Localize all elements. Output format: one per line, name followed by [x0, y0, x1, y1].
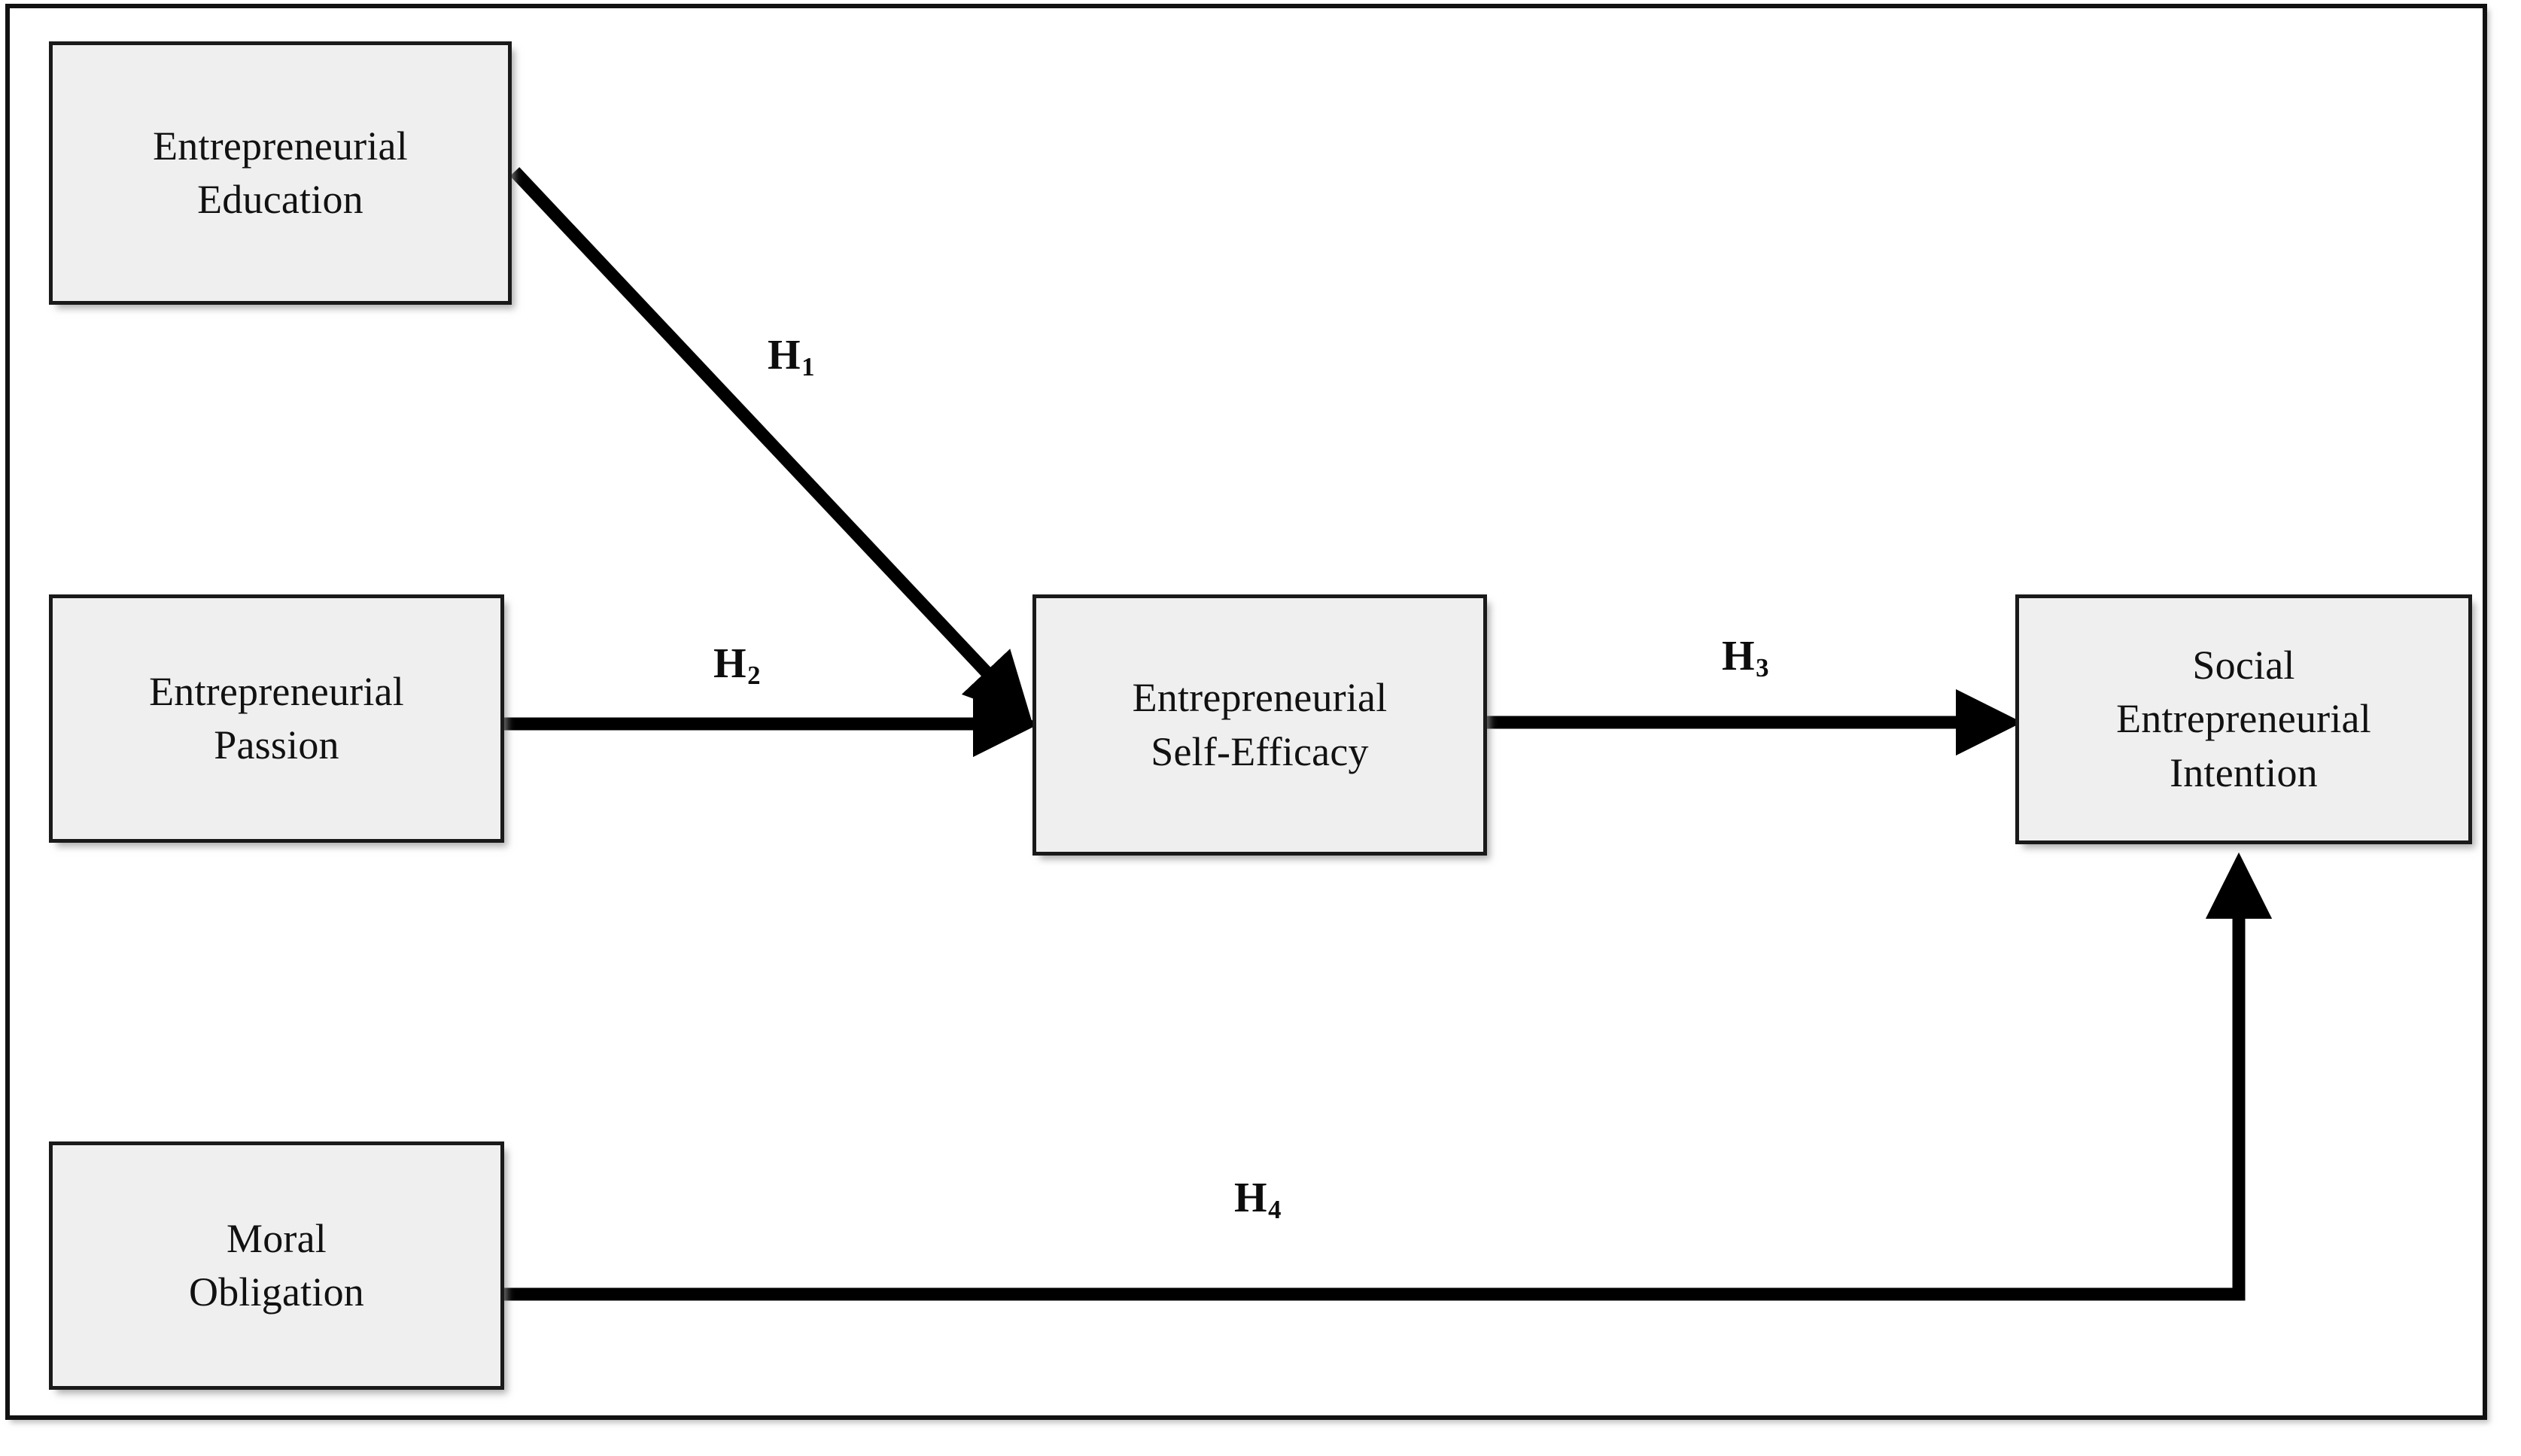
- diagram-outer-frame: [5, 4, 2487, 1420]
- path-label-h4: H4: [1234, 1174, 1282, 1225]
- path-label-h2-text: H: [713, 640, 747, 687]
- path-label-h2: H2: [713, 640, 761, 691]
- path-label-h1: H1: [768, 331, 815, 382]
- path-label-h3: H3: [1722, 632, 1769, 683]
- node-social-entrepreneurial-intention[interactable]: Social Entrepreneurial Intention: [2015, 594, 2472, 844]
- node-entrepreneurial-passion[interactable]: Entrepreneurial Passion: [49, 594, 504, 843]
- path-label-h1-subscript: 1: [801, 352, 815, 382]
- node-label-moral-obligation: Moral Obligation: [189, 1215, 364, 1315]
- path-label-h3-subscript: 3: [1756, 653, 1769, 683]
- node-moral-obligation[interactable]: Moral Obligation: [49, 1141, 504, 1390]
- path-label-h3-text: H: [1722, 633, 1756, 679]
- node-entrepreneurial-education[interactable]: Entrepreneurial Education: [49, 41, 512, 305]
- path-label-h4-text: H: [1234, 1175, 1268, 1221]
- node-label-entrepreneurial-education: Entrepreneurial Education: [153, 123, 408, 222]
- node-entrepreneurial-self-efficacy[interactable]: Entrepreneurial Self-Efficacy: [1032, 594, 1487, 856]
- path-label-h4-subscript: 4: [1268, 1195, 1282, 1225]
- path-label-h2-subscript: 2: [747, 661, 761, 691]
- node-label-social-entrepreneurial-intention: Social Entrepreneurial Intention: [2116, 643, 2371, 795]
- node-label-entrepreneurial-self-efficacy: Entrepreneurial Self-Efficacy: [1132, 675, 1388, 774]
- node-label-entrepreneurial-passion: Entrepreneurial Passion: [149, 668, 404, 768]
- path-label-h1-text: H: [768, 332, 801, 378]
